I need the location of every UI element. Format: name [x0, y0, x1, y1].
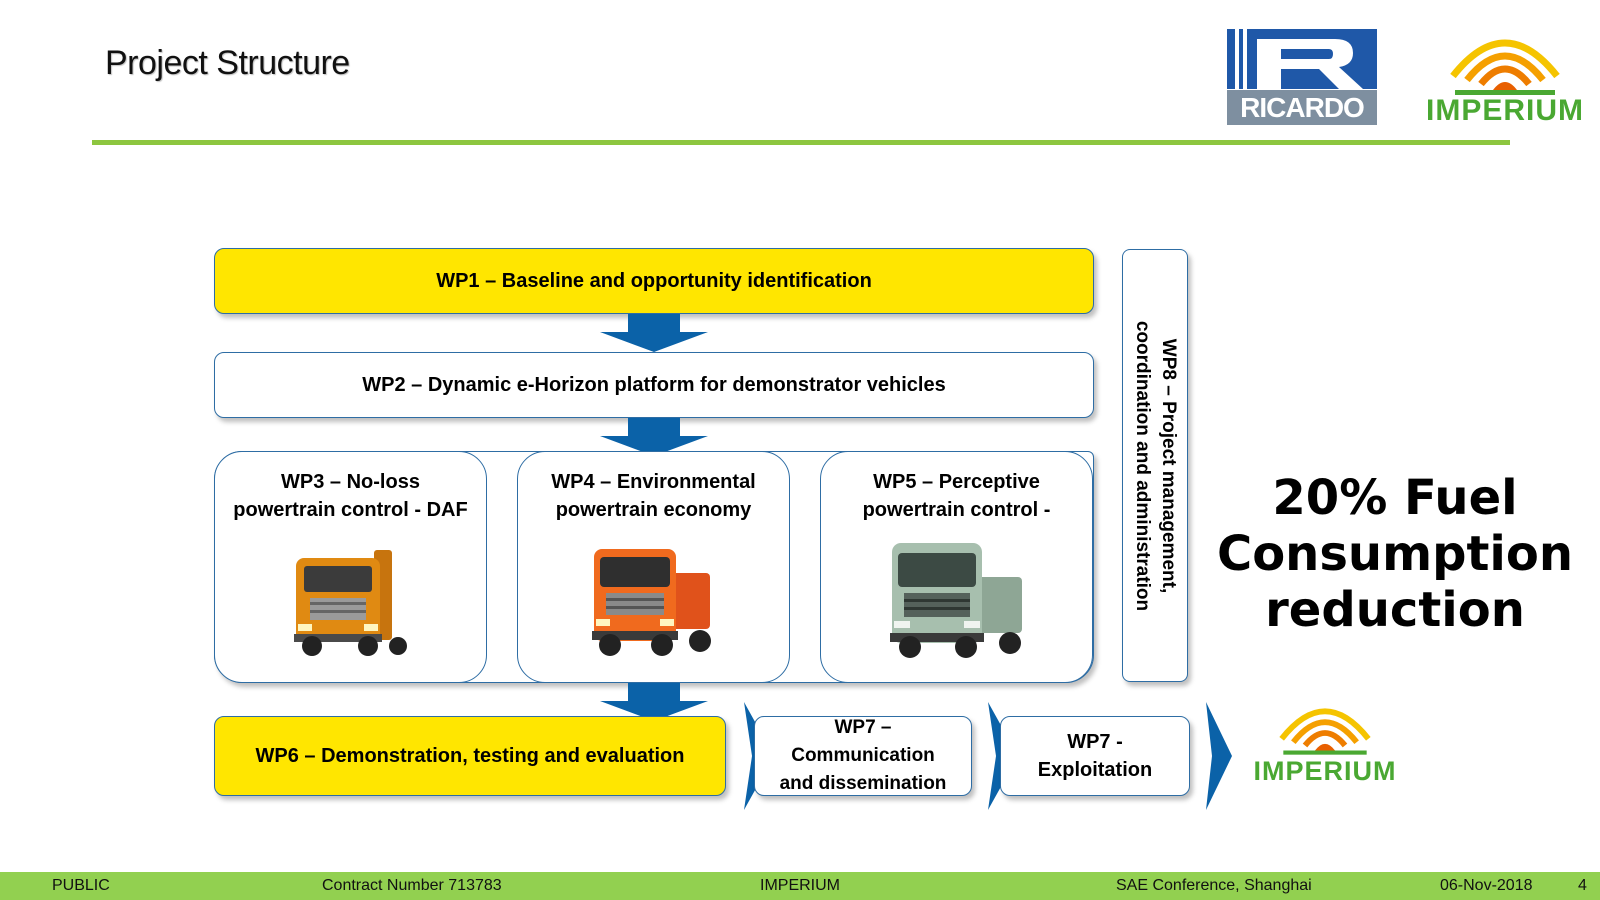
footer-page-number: 4	[1578, 877, 1587, 894]
wp6-label: WP6 – Demonstration, testing and evaluat…	[255, 744, 685, 767]
arrow-down-icon	[600, 314, 708, 352]
footer-event: SAE Conference, Shanghai	[1116, 877, 1312, 894]
wp1-box: WP1 – Baseline and opportunity identific…	[214, 248, 1094, 314]
fuel-reduction-headline: 20% Fuel Consumption reduction	[1210, 470, 1580, 638]
ricardo-logo: RICARDO	[1227, 29, 1377, 125]
wp7a-line3: and dissemination	[779, 773, 947, 794]
wp1-label: WP1 – Baseline and opportunity identific…	[436, 269, 872, 292]
arrow-right-icon	[1206, 702, 1232, 810]
wp3-title-line2: powertrain control - DAF	[233, 499, 468, 521]
wp8-line1: WP8 – Project management,	[1158, 338, 1179, 593]
arrow-down-icon	[600, 683, 708, 721]
wp2-box: WP2 – Dynamic e-Horizon platform for dem…	[214, 352, 1094, 418]
imperium-logo: IMPERIUM	[1420, 18, 1590, 128]
headline-line3: reduction	[1265, 582, 1525, 638]
headline-line1: 20% Fuel	[1272, 470, 1518, 526]
green-truck-image	[889, 543, 1022, 658]
wp5-title-line1: WP5 – Perceptive	[873, 471, 1040, 493]
wp7b-line2: Exploitation	[1037, 759, 1153, 781]
footer-classification: PUBLIC	[52, 877, 110, 894]
wp8-line2: coordination and administration	[1132, 320, 1153, 611]
footer-project: IMPERIUM	[760, 877, 840, 894]
header-divider	[92, 140, 1510, 145]
wp6-box: WP6 – Demonstration, testing and evaluat…	[214, 716, 726, 796]
imperium-result-logo-text: IMPERIUM	[1253, 756, 1397, 786]
wp7a-line1: WP7 –	[834, 717, 892, 738]
wp4-title-line2: powertrain economy	[555, 499, 752, 521]
imperium-result-logo: IMPERIUM	[1245, 690, 1405, 787]
wp7-exploitation-box: WP7 - Exploitation	[1000, 716, 1190, 796]
headline-line2: Consumption	[1216, 526, 1574, 582]
footer-date: 06-Nov-2018	[1440, 877, 1533, 894]
ricardo-logo-text: RICARDO	[1227, 90, 1377, 125]
orange-truck-image	[293, 550, 407, 656]
wp5-title-line2: powertrain control -	[862, 499, 1051, 521]
imperium-logo-text: IMPERIUM	[1426, 94, 1584, 127]
page-title: Project Structure	[105, 44, 350, 82]
wp4-title-line1: WP4 – Environmental	[551, 471, 756, 493]
wp5-card: WP5 – Perceptive powertrain control -	[820, 451, 1093, 683]
arrow-down-icon	[600, 418, 708, 456]
wp7-communication-box: WP7 – Communication and dissemination	[754, 716, 972, 796]
wp3-card: WP3 – No-loss powertrain control - DAF	[214, 451, 487, 683]
red-truck-image	[591, 549, 711, 656]
wp2-label: WP2 – Dynamic e-Horizon platform for dem…	[362, 373, 946, 396]
imperium-sun-icon	[1279, 708, 1371, 755]
wp7b-line1: WP7 -	[1067, 731, 1123, 753]
footer-bar: PUBLIC Contract Number 713783 IMPERIUM S…	[0, 872, 1600, 900]
imperium-sun-icon	[1450, 39, 1560, 95]
ricardo-r-mark-icon	[1227, 29, 1377, 89]
footer-contract: Contract Number 713783	[322, 877, 502, 894]
wp8-label: WP8 – Project management, coordination a…	[1129, 256, 1181, 676]
wp8-box: WP8 – Project management, coordination a…	[1122, 249, 1188, 682]
wp4-card: WP4 – Environmental powertrain economy	[517, 451, 790, 683]
wp7a-line2: Communication	[791, 745, 935, 766]
wp3-title-line1: WP3 – No-loss	[281, 471, 420, 493]
